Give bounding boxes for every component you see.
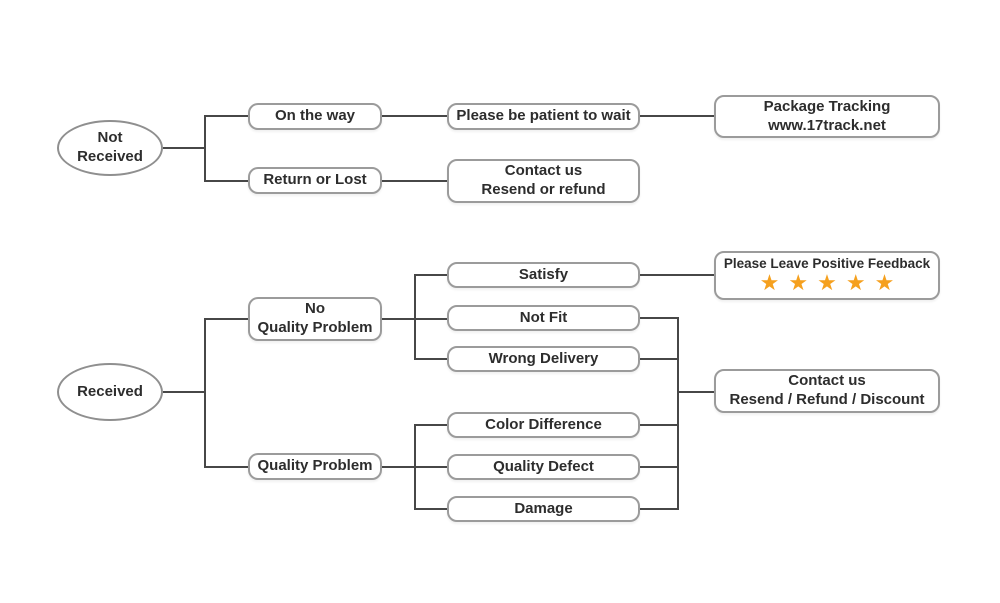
connector-line (382, 180, 447, 182)
connector-line (640, 274, 714, 276)
node-not-received: Not Received (57, 120, 163, 176)
node-label: Package Tracking (763, 97, 891, 115)
connector-line (163, 391, 205, 393)
node-wrong-delivery: Wrong Delivery (447, 346, 640, 372)
node-received: Received (57, 363, 163, 421)
node-no-quality-problem: No Quality Problem (248, 297, 382, 341)
node-on-the-way: On the way (248, 103, 382, 130)
node-be-patient: Please be patient to wait (447, 103, 640, 130)
connector-line (163, 147, 205, 149)
connector-line (204, 466, 248, 468)
node-label: Contact us (504, 162, 583, 180)
connector-line (414, 274, 447, 276)
connector-line (640, 317, 677, 319)
node-label: Resend / Refund / Discount (729, 391, 925, 408)
node-label: Not Fit (519, 308, 568, 326)
node-label: Quality Defect (493, 457, 594, 475)
node-label: Resend or refund (481, 181, 606, 198)
node-return-or-lost: Return or Lost (248, 167, 382, 194)
connector-line (414, 358, 447, 360)
node-label: On the way (274, 107, 356, 125)
connector-line (640, 466, 677, 468)
star-icon: ★ (845, 271, 875, 297)
node-damage: Damage (447, 496, 640, 522)
node-not-fit: Not Fit (447, 305, 640, 331)
tracking-url: www.17track.net (768, 116, 886, 134)
connector-line (414, 508, 447, 510)
connector-line (640, 508, 677, 510)
star-icon: ★ (759, 271, 789, 297)
connector-line (640, 358, 677, 360)
node-label: Contact us (788, 372, 866, 390)
node-label: Color Difference (485, 415, 602, 433)
node-label: No (305, 300, 325, 318)
node-label: Received (77, 148, 143, 165)
connector-line (204, 318, 248, 320)
connector-line (204, 115, 206, 182)
connector-line (204, 115, 248, 117)
node-quality-defect: Quality Defect (447, 454, 640, 480)
node-color-difference: Color Difference (447, 412, 640, 438)
node-label: Quality Problem (257, 457, 373, 475)
connector-line (382, 115, 447, 117)
node-label: Please Leave Positive Feedback (723, 255, 931, 271)
connector-line (640, 424, 677, 426)
node-label: Received (77, 382, 143, 400)
node-label: Satisfy (518, 265, 569, 283)
star-icon: ★ (874, 271, 904, 297)
node-label: Damage (514, 499, 573, 517)
node-label: Return or Lost (263, 171, 367, 189)
star-icon: ★ (817, 271, 846, 297)
connector-line (414, 424, 416, 510)
connector-line (414, 274, 416, 360)
node-label: Not (97, 129, 123, 147)
connector-line (204, 180, 248, 182)
connector-line (204, 318, 206, 468)
connector-line (414, 424, 447, 426)
node-quality-problem: Quality Problem (248, 453, 382, 480)
node-package-tracking: Package Tracking www.17track.net (714, 95, 940, 138)
star-icon: ★ (788, 271, 818, 297)
node-label: Quality Problem (257, 319, 373, 336)
connector-line (677, 391, 714, 393)
five-star-rating: ★★★★★ (751, 273, 904, 295)
node-positive-feedback: Please Leave Positive Feedback ★★★★★ (714, 251, 940, 300)
node-contact-resend-refund: Contact us Resend or refund (447, 159, 640, 203)
connector-line (677, 317, 679, 510)
node-satisfy: Satisfy (447, 262, 640, 288)
node-contact-discount: Contact us Resend / Refund / Discount (714, 369, 940, 413)
node-label: Wrong Delivery (488, 349, 599, 367)
node-label: Please be patient to wait (456, 107, 631, 125)
connector-line (640, 115, 714, 117)
